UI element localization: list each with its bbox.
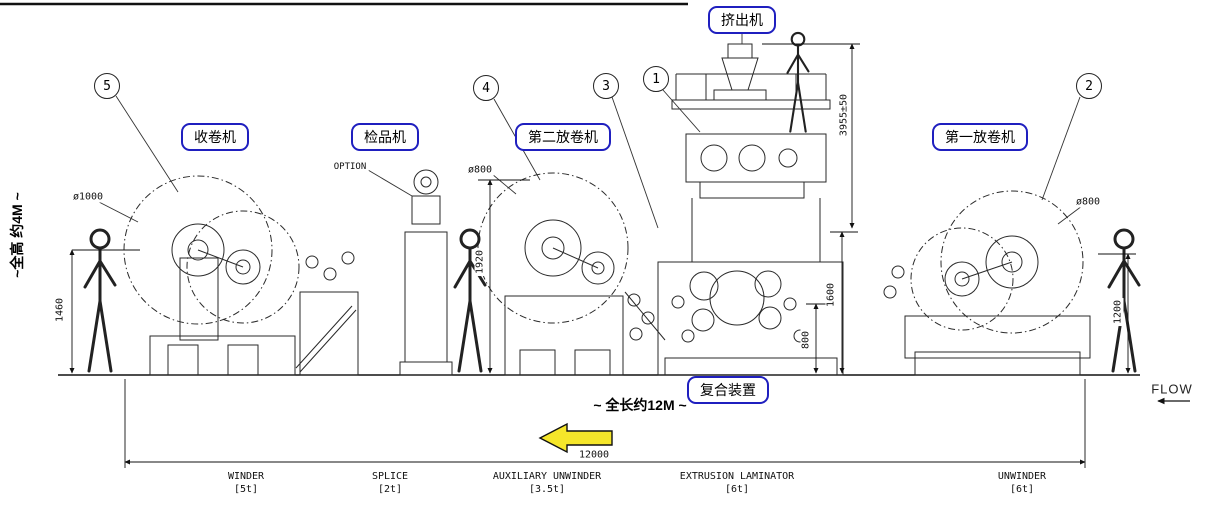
- station-label-aux-unwinder: AUXILIARY UNWINDER [3.5t]: [493, 471, 601, 496]
- dim-unwinder-height: 1200: [1112, 297, 1124, 327]
- station-capacity: [6t]: [1009, 483, 1035, 495]
- aux-unwinder-drawing: [477, 172, 666, 376]
- unwinder-drawing: [883, 190, 1091, 376]
- balloon-4: 4: [473, 75, 499, 101]
- overall-length-label: ~ 全长约12M ~: [593, 397, 687, 413]
- winder-drawing: [123, 175, 359, 376]
- station-label-splice: SPLICE [2t]: [372, 471, 408, 496]
- station-capacity: [2t]: [377, 483, 403, 495]
- operator-figure: [786, 31, 810, 133]
- label-laminator: 复合装置: [687, 376, 769, 404]
- label-second-unwinder: 第二放卷机: [515, 123, 611, 151]
- option-note: OPTION: [331, 162, 369, 172]
- station-capacity: [6t]: [724, 483, 750, 495]
- label-first-unwinder: 第一放卷机: [932, 123, 1028, 151]
- balloon-2: 2: [1076, 73, 1102, 99]
- overall-height-label: ~全高 约4M ~: [9, 192, 25, 278]
- flow-label: FLOW: [1151, 381, 1193, 397]
- balloon-1: 1: [643, 66, 669, 92]
- dim-winder-roll-dia: ø1000: [70, 191, 106, 203]
- balloon-3: 3: [593, 73, 619, 99]
- inspection-drawing: [399, 169, 453, 376]
- station-label-unwinder: UNWINDER [6t]: [998, 471, 1046, 496]
- dim-extruder-height: 3955±50: [838, 91, 850, 139]
- dim-aux-roll-dia: ø800: [465, 164, 495, 176]
- station-name: AUXILIARY UNWINDER: [492, 471, 602, 482]
- dim-unwinder-roll-dia: ø800: [1073, 196, 1103, 208]
- station-label-winder: WINDER [5t]: [228, 471, 264, 496]
- station-name: WINDER: [227, 471, 265, 482]
- operator-figure: [83, 228, 117, 373]
- station-name: SPLICE: [371, 471, 409, 482]
- label-winder: 收卷机: [181, 123, 249, 151]
- dim-aux-height: 1920: [474, 247, 486, 277]
- label-extruder: 挤出机: [708, 6, 776, 34]
- label-inspection: 检品机: [351, 123, 419, 151]
- dim-laminator-height: 1600: [825, 280, 837, 310]
- dim-overall-length-mm: 12000: [576, 449, 612, 461]
- station-name: EXTRUSION LAMINATOR: [679, 471, 795, 482]
- dim-nip-height: 800: [800, 328, 812, 352]
- station-name: UNWINDER: [997, 471, 1047, 482]
- dimension-lines: [69, 43, 1136, 468]
- station-capacity: [3.5t]: [528, 483, 566, 495]
- direction-arrow-icon: [538, 422, 613, 454]
- balloon-5: 5: [94, 73, 120, 99]
- dim-winder-height: 1460: [54, 295, 66, 325]
- station-label-extrusion-laminator: EXTRUSION LAMINATOR [6t]: [680, 471, 794, 496]
- station-capacity: [5t]: [233, 483, 259, 495]
- laminator-drawing: [657, 43, 844, 376]
